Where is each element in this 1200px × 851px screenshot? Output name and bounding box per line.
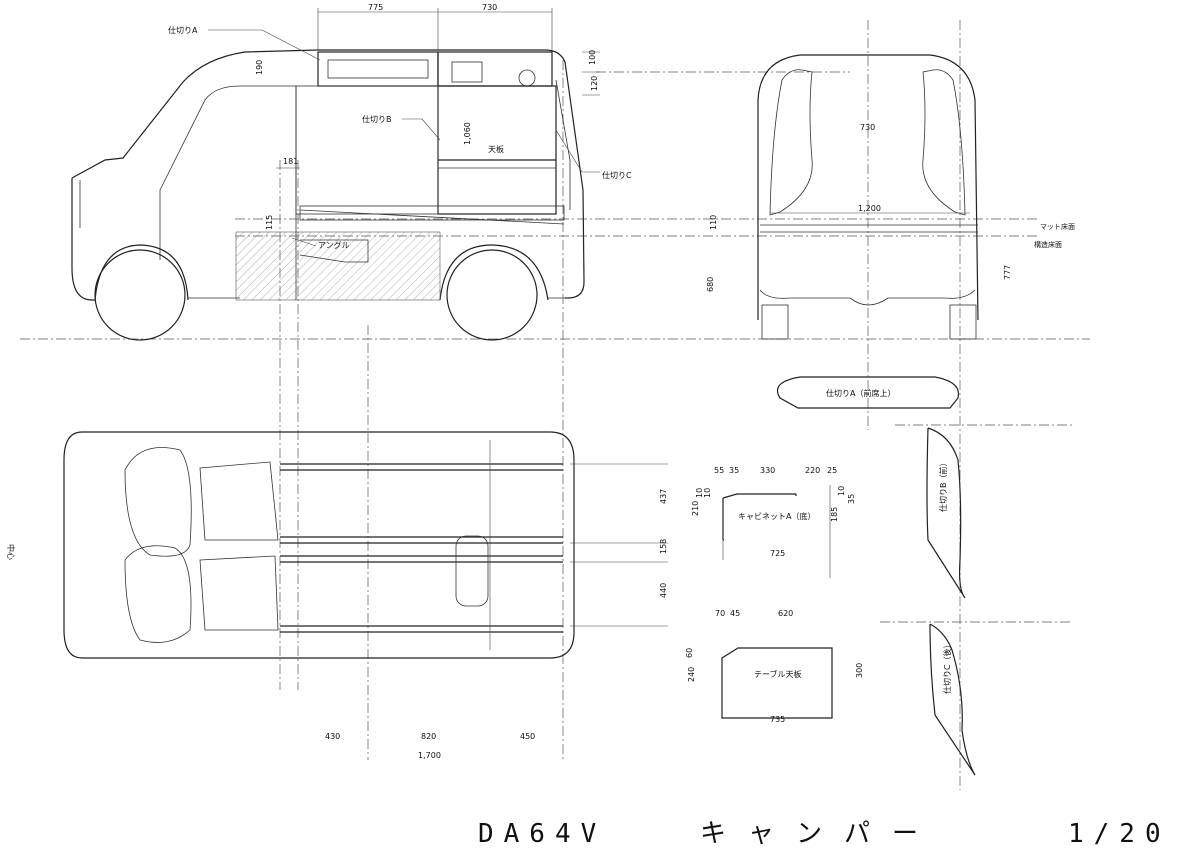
label-angle: アングル: [318, 240, 350, 250]
cab-dim-725: 725: [770, 549, 785, 558]
rear-view: 730 1,200 110 680 777 マット床面 構造床面: [706, 54, 1075, 340]
tbl-dim-735: 735: [770, 715, 785, 724]
tbl-dim-300: 300: [855, 663, 864, 678]
label-partition-d: 仕切りB: [362, 114, 392, 124]
title-scale: 1/20: [1068, 819, 1171, 849]
label-tenban: 天板: [488, 144, 504, 154]
cab-dim-10c: 10: [837, 486, 846, 496]
tbl-dim-240: 240: [687, 667, 696, 682]
side-dim-1060: 1,060: [463, 122, 472, 145]
cab-dim-185: 185: [830, 507, 839, 522]
cab-dim-10b: 10: [703, 488, 712, 498]
part-cabinet-a: キャビネットA（底）: [738, 511, 815, 521]
plan-dim-430: 430: [325, 732, 340, 741]
tbl-dim-70: 70: [715, 609, 725, 618]
rear-dim-777: 777: [1003, 265, 1012, 280]
rear-dim-1200: 1,200: [858, 204, 881, 213]
tbl-dim-620: 620: [778, 609, 793, 618]
plan-dim-820: 820: [421, 732, 436, 741]
plan-dim-total: 1,700: [418, 751, 441, 760]
parts-drawings: 仕切りA（前席上） キャビネットA（底） 55 35 330 220 25 21…: [685, 376, 976, 776]
side-dim-775: 775: [368, 3, 383, 12]
plan-dim-450: 450: [520, 732, 535, 741]
cab-dim-330: 330: [760, 466, 775, 475]
tbl-dim-45: 45: [730, 609, 740, 618]
cab-dim-35: 35: [729, 466, 739, 475]
plan-center-label: 中心: [6, 544, 16, 560]
cab-dim-10a: 10: [695, 488, 704, 498]
cab-dim-210: 210: [691, 501, 700, 516]
title-block: DA64V キャンパー 1/20: [478, 819, 1171, 849]
rear-dim-110: 110: [709, 215, 718, 230]
side-dim-181: 181: [283, 157, 298, 166]
part-partition-c: 仕切りC（後）: [942, 640, 952, 694]
cab-dim-220: 220: [805, 466, 820, 475]
rear-dim-680: 680: [706, 277, 715, 292]
label-mat-floor: マット床面: [1040, 222, 1075, 231]
rear-dim-730: 730: [860, 123, 875, 132]
cab-dim-35b: 35: [847, 494, 856, 504]
reference-lines: [20, 20, 1090, 790]
side-dim-100: 100: [588, 50, 597, 65]
plan-dim-440: 440: [659, 583, 668, 598]
label-partition-c: 仕切りC: [602, 170, 632, 180]
title-model: DA64V: [478, 819, 606, 849]
part-partition-b: 仕切りB（前）: [938, 459, 948, 513]
side-dim-730: 730: [482, 3, 497, 12]
side-dim-115: 115: [265, 215, 274, 230]
label-struct-floor: 構造床面: [1034, 240, 1062, 249]
side-view: 775 730 仕切りA 仕切りB 天板 1,060 仕切りC アングル 190…: [71, 3, 632, 341]
label-partition-a: 仕切りA: [168, 25, 198, 35]
tbl-dim-60: 60: [685, 648, 694, 658]
side-dim-190: 190: [255, 60, 264, 75]
plan-view: 437 158 440 430 820 450 1,700 中心: [6, 431, 668, 760]
title-name: キャンパー: [700, 819, 940, 849]
part-partition-a: 仕切りA（前席上）: [826, 388, 895, 398]
cab-dim-25: 25: [827, 466, 837, 475]
plan-dim-158: 158: [659, 539, 668, 554]
part-table-top: テーブル天板: [754, 669, 802, 679]
side-dim-120: 120: [590, 76, 599, 91]
plan-dim-437: 437: [659, 489, 668, 504]
cab-dim-55: 55: [714, 466, 724, 475]
